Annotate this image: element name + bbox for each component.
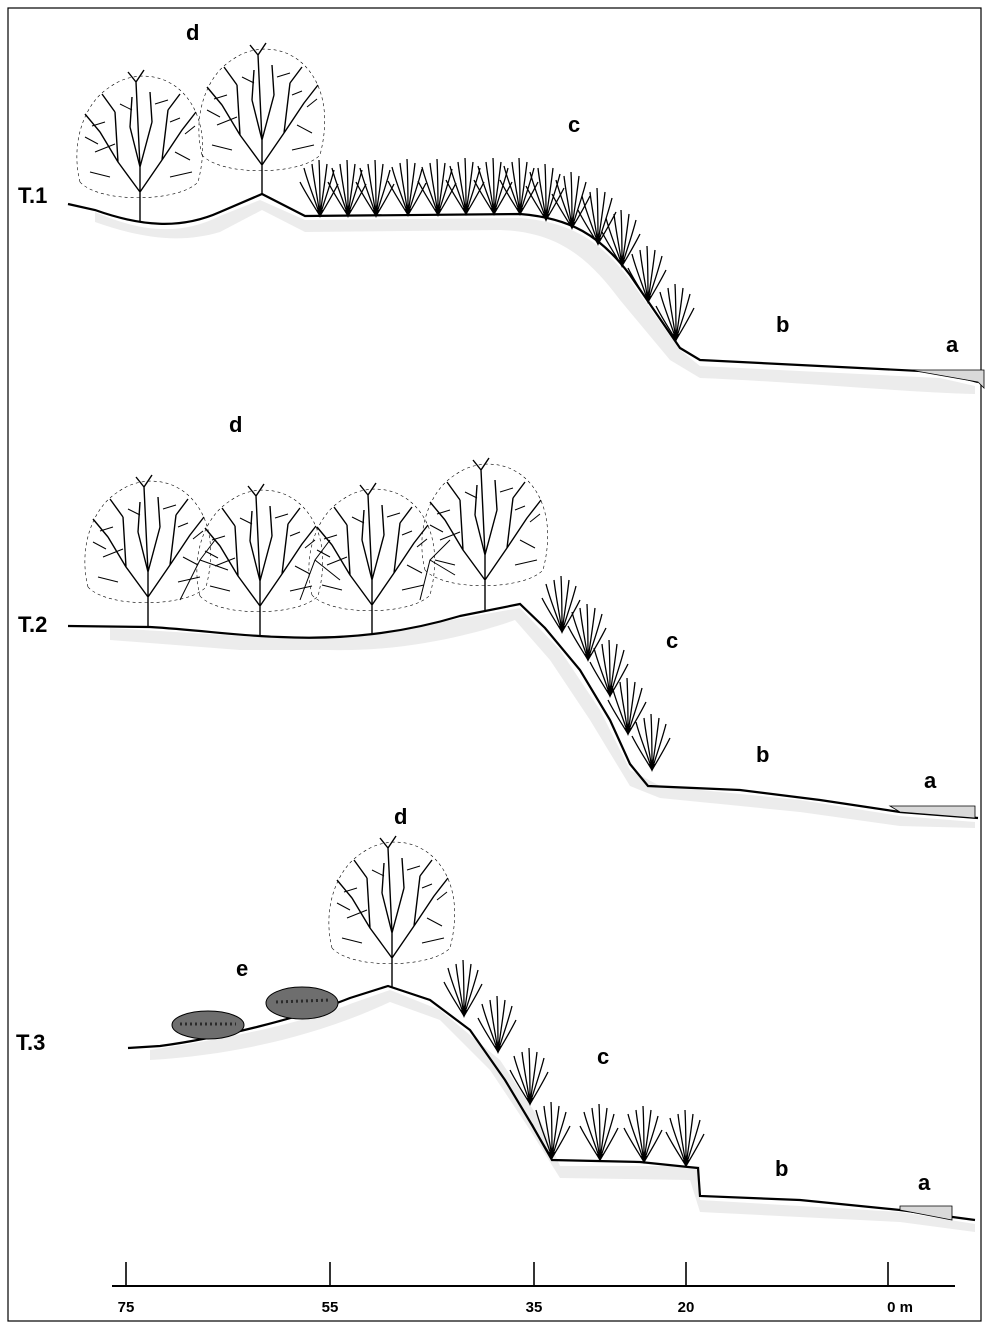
transect-1-zone-a: a (946, 332, 959, 357)
transect-2-shrub-4 (422, 458, 548, 610)
transect-2-shrub-3 (309, 483, 435, 635)
transect-1-soil (95, 200, 975, 394)
transect-3-label: T.3 (16, 1030, 45, 1055)
transect-1-label: T.1 (18, 183, 47, 208)
transect-3-zone-d: d (394, 804, 407, 829)
transect-3-soil (150, 990, 975, 1232)
transect-2-zone-c: c (666, 628, 678, 653)
transect-2-shrub-2 (197, 484, 323, 636)
transect-1-zone-b: b (776, 312, 789, 337)
transect-3-zone-c: c (597, 1044, 609, 1069)
transect-2-zone-b: b (756, 742, 769, 767)
transect-2: T.2 d c b a (18, 412, 978, 828)
transect-3-zone-e: e (236, 956, 248, 981)
transect-2-shrub-1 (85, 475, 211, 627)
transect-1-zone-c: c (568, 112, 580, 137)
transect-2-zone-d: d (229, 412, 242, 437)
transect-3-zone-b: b (775, 1156, 788, 1181)
transect-3-zone-a: a (918, 1170, 931, 1195)
scale-tick-0m: 0 m (887, 1299, 913, 1316)
transect-3: T.3 d e c b a (16, 804, 975, 1232)
distance-scale: 75 55 35 20 0 m (112, 1262, 955, 1316)
transect-3-grasses (444, 960, 704, 1168)
scale-tick-55: 55 (322, 1299, 339, 1316)
transect-1-shrub-1 (77, 70, 203, 222)
transect-1: T.1 d c b a (18, 20, 984, 394)
transect-3-shrub (329, 836, 455, 988)
scale-tick-20: 20 (678, 1299, 695, 1316)
transect-2-zone-a: a (924, 768, 937, 793)
scale-tick-75: 75 (118, 1299, 135, 1316)
transect-2-water (890, 806, 975, 818)
scale-tick-35: 35 (526, 1299, 543, 1316)
transect-1-zone-d: d (186, 20, 199, 45)
transect-2-label: T.2 (18, 612, 47, 637)
transect-2-soil (110, 608, 975, 828)
